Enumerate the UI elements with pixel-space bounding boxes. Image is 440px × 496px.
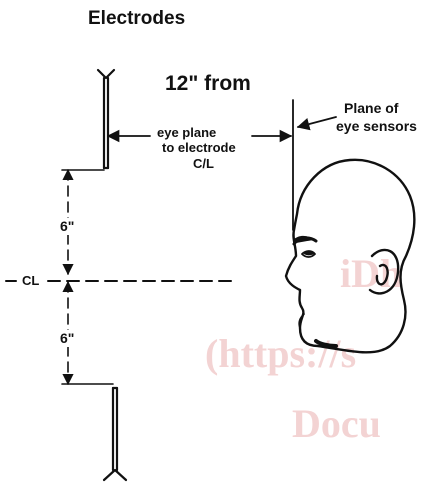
plane-label-line-1: Plane of (344, 100, 399, 116)
plane-label-pointer (296, 116, 337, 131)
distance-caption-line-1: eye plane (157, 125, 217, 140)
diagram-title: Electrodes (88, 8, 186, 29)
distance-caption-line-3: C/L (193, 156, 214, 171)
lower-gap-label: 6" (60, 330, 75, 348)
distance-caption-line-2: to electrode (162, 140, 236, 155)
eyebrow-mark (293, 235, 313, 244)
watermark-line-2: (https://s (205, 331, 357, 376)
plane-label-line-2: eye sensors (336, 118, 417, 134)
watermark-line-3: Docu (292, 401, 381, 446)
centerline-label: CL (22, 273, 40, 288)
head-profile (284, 158, 416, 354)
lower-electrode (102, 386, 128, 482)
upper-gap-label: 6" (60, 218, 75, 236)
vertical-dimension (61, 168, 114, 386)
eye-mark (303, 250, 314, 256)
distance-heading: 12" from (165, 72, 251, 95)
upper-electrode (96, 68, 116, 170)
